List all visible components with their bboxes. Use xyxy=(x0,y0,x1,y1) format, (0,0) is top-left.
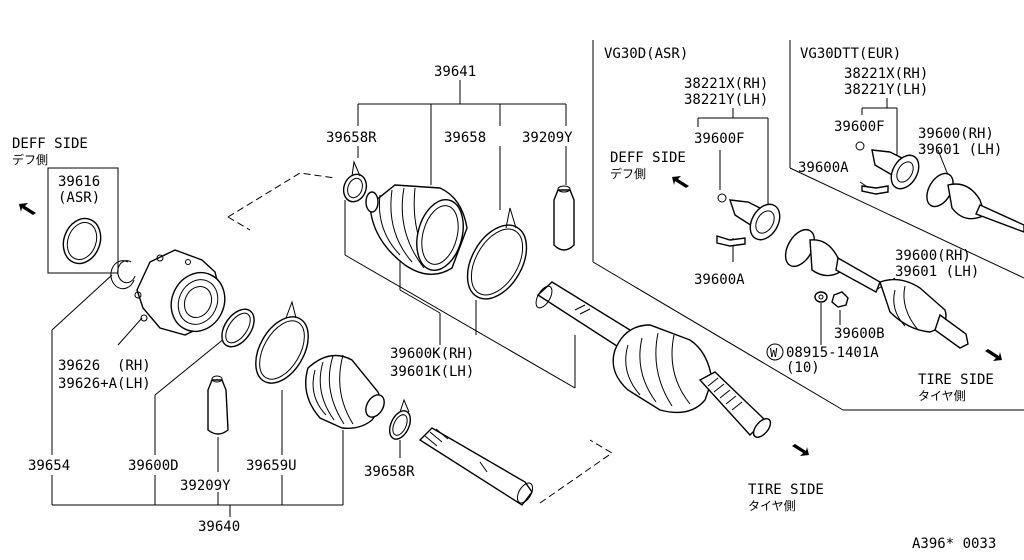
grease-tube-39209Y-upper xyxy=(553,185,575,251)
grease-tube-39209Y-lower xyxy=(207,375,229,435)
washer-and-nut-39600B xyxy=(814,291,849,308)
part-number-38221X-left: 38221X(RH) xyxy=(684,76,768,92)
bolt-39600A-right xyxy=(861,185,889,195)
part-number-39601K: 39601K(LH) xyxy=(390,364,474,380)
part-number-39616: 39616 xyxy=(58,174,100,190)
part-number-39209Y-top: 39209Y xyxy=(522,130,573,146)
part-number-39654: 39654 xyxy=(28,458,70,474)
part-number-39600B: 39600B xyxy=(834,326,885,342)
part-number-39626-rh: 39626 (RH) xyxy=(58,358,151,374)
snap-ring-39654 xyxy=(110,260,136,290)
outer-shaft-mid xyxy=(784,228,969,349)
arrow-icon xyxy=(792,444,809,456)
part-number-39600A-right: 39600A xyxy=(798,160,849,176)
part-number-39658R-top: 39658R xyxy=(326,130,377,146)
tire-side-right-label: TIRE SIDE xyxy=(918,372,994,388)
deff-side-mid-label: DEFF SIDE xyxy=(610,150,686,166)
part-number-39600-rh-mid: 39600(RH) xyxy=(895,248,971,264)
part-number-39600D: 39600D xyxy=(128,458,179,474)
leader-lines xyxy=(47,80,951,517)
figure-code: A396* 0033 xyxy=(912,536,996,552)
part-number-39601-lh-top: 39601 (LH) xyxy=(918,142,1002,158)
part-number-39600F-left: 39600F xyxy=(694,131,745,147)
boot-band-39658R-lower xyxy=(388,398,412,440)
variant-frame-lines xyxy=(592,40,1024,411)
tire-side-center-label: TIRE SIDE xyxy=(748,482,824,498)
boot-upper-39600K xyxy=(365,184,468,275)
part-number-39640: 39640 xyxy=(198,519,240,535)
main-shaft xyxy=(535,281,631,349)
part-number-38221Y-right: 38221Y(LH) xyxy=(844,82,928,98)
part-number-39600-rh-top: 39600(RH) xyxy=(918,126,994,142)
arrow-icon xyxy=(19,203,36,215)
flange-38221-left xyxy=(717,193,781,241)
bolt-39600A-left xyxy=(716,235,746,247)
boot-band-39659U xyxy=(255,300,309,384)
part-number-39209Y-bottom: 39209Y xyxy=(180,478,231,494)
boot-lower xyxy=(305,354,385,430)
flange-38221-right xyxy=(855,141,920,190)
part-number-39659U: 39659U xyxy=(246,458,297,474)
washer-part-code: 08915-1401A xyxy=(786,345,879,361)
outer-joint-assembly xyxy=(612,324,772,438)
part-number-38221Y-left: 38221Y(LH) xyxy=(684,92,768,108)
boot-band-39658R-upper xyxy=(342,160,368,203)
deff-side-mid-jp-label: デフ側 xyxy=(610,166,646,181)
washer-symbol-letter: W xyxy=(770,346,778,360)
housing-39626 xyxy=(134,249,226,336)
part-number-39658R-bottom: 39658R xyxy=(364,464,415,480)
tire-side-right-jp-label: タイヤ側 xyxy=(918,389,966,403)
outer-shaft-right xyxy=(926,172,1024,233)
shaft-lower xyxy=(418,427,534,506)
part-number-38221X-right: 38221X(RH) xyxy=(844,66,928,82)
boot-band-39658-upper xyxy=(466,207,528,300)
deff-side-left-jp-label: デフ側 xyxy=(12,152,48,167)
part-number-39601-lh-mid: 39601 (LH) xyxy=(895,264,979,280)
part-number-39626-lh: 39626+A(LH) xyxy=(58,376,151,392)
part-number-39616-asr: (ASR) xyxy=(58,190,100,206)
part-number-39600F-right: 39600F xyxy=(834,119,885,135)
snap-ring-39616 xyxy=(62,217,102,265)
variant-vg30dtt-eur: VG30DTT(EUR) xyxy=(800,46,901,62)
arrow-icon xyxy=(985,349,1002,361)
boot-kit-dashed-outline xyxy=(227,172,613,504)
washer-quantity: (10) xyxy=(786,360,820,376)
variant-vg30d-asr: VG30D(ASR) xyxy=(604,46,688,62)
part-number-39600A-left: 39600A xyxy=(694,272,745,288)
arrow-icon xyxy=(672,176,689,188)
part-number-39658-top: 39658 xyxy=(444,130,486,146)
tire-side-center-jp-label: タイヤ側 xyxy=(748,499,796,513)
labels: 39641 39658R 39658 39209Y DEFF SIDE デフ側 … xyxy=(12,46,1002,552)
part-number-39600K: 39600K(RH) xyxy=(390,346,474,362)
washer-symbol-icon: W xyxy=(766,343,784,361)
part-number-39641: 39641 xyxy=(434,64,476,80)
snap-ring-39600D xyxy=(221,308,255,348)
deff-side-left-label: DEFF SIDE xyxy=(12,136,88,152)
